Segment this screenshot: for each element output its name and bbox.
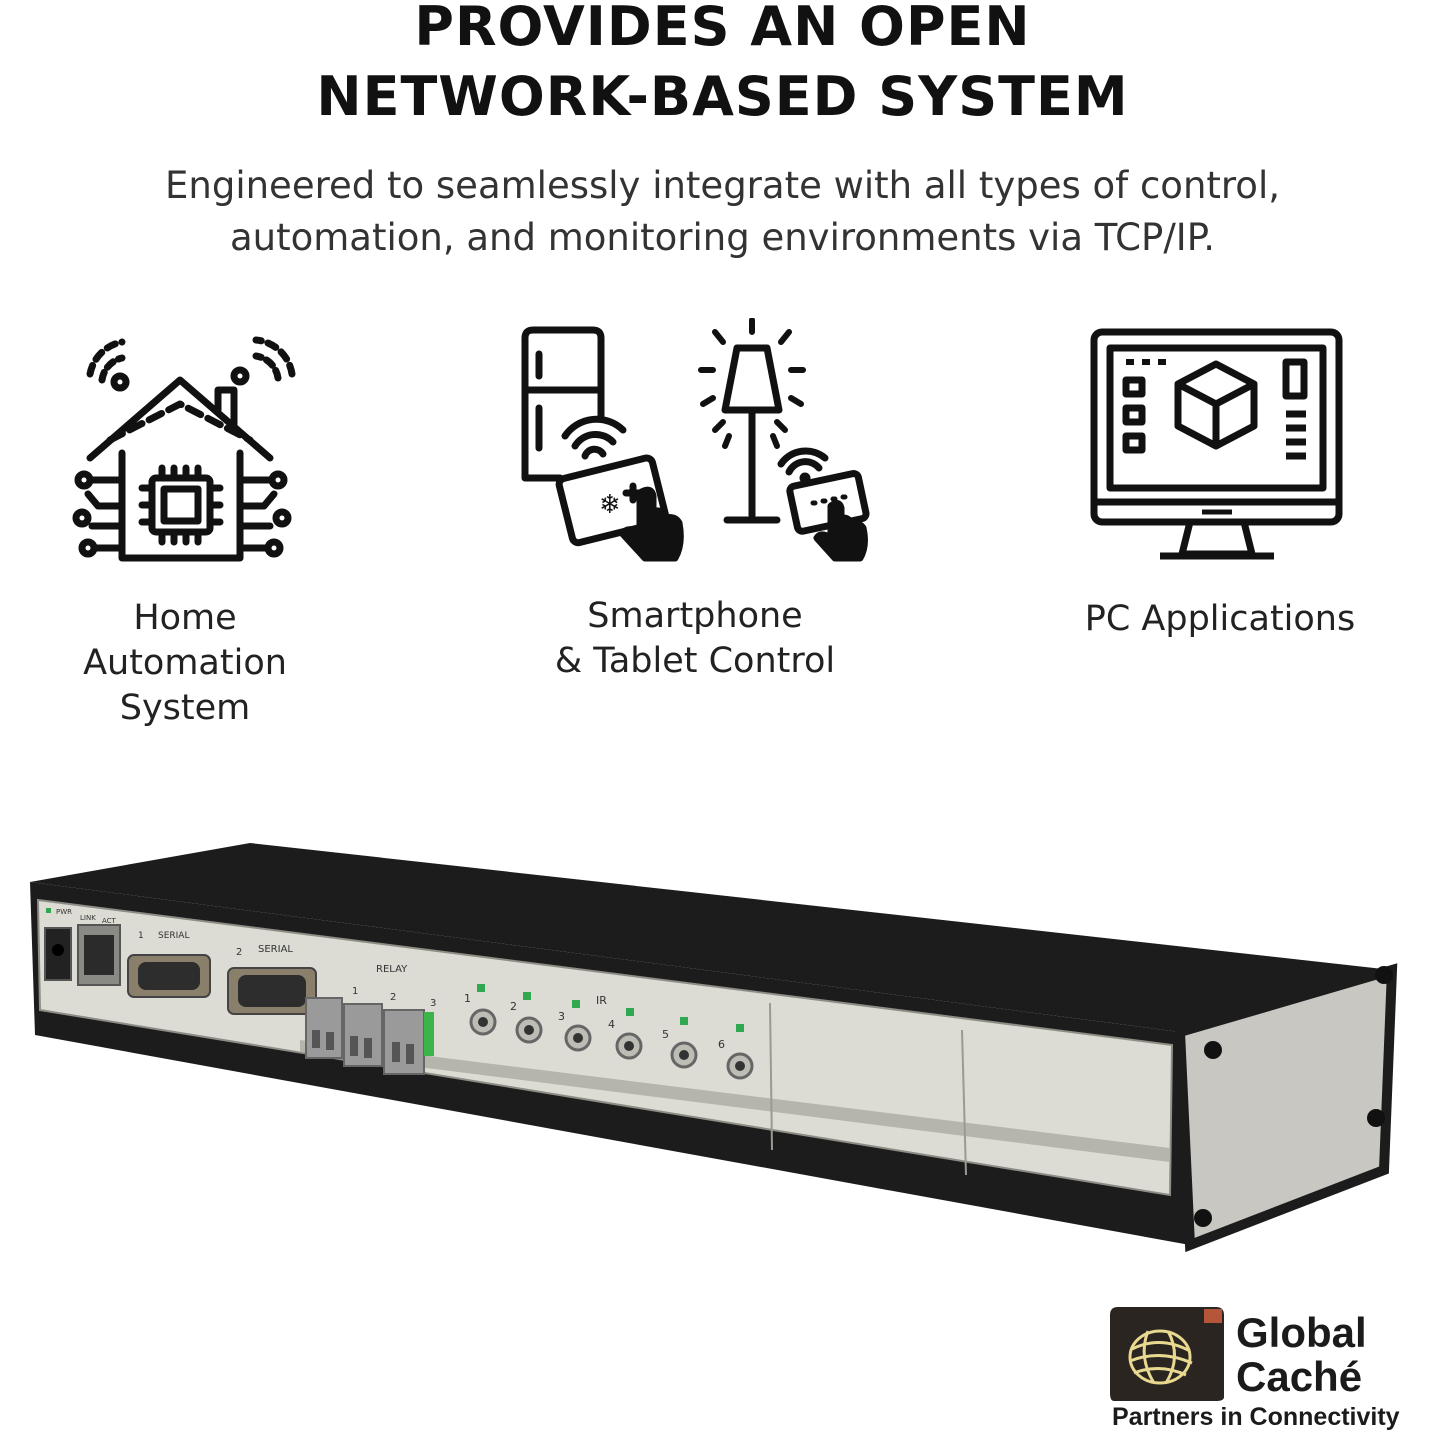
serial-2-label: SERIAL xyxy=(258,944,293,955)
pwr-label: PWR xyxy=(56,908,72,916)
globe-swirl-logo-icon xyxy=(1110,1307,1224,1401)
serial-2-number: 2 xyxy=(236,947,242,958)
subheadline: Engineered to seamlessly integrate with … xyxy=(0,160,1445,264)
relay-3-number: 3 xyxy=(430,998,436,1009)
feature-label-smartphone: Smartphone & Tablet Control xyxy=(554,596,836,681)
subheadline-line-1: Engineered to seamlessly integrate with … xyxy=(165,164,1280,207)
logo-wordmark-line-2: Caché xyxy=(1236,1353,1363,1400)
ir-port-1-number: 1 xyxy=(464,992,471,1005)
link-label: LINK xyxy=(80,914,96,922)
serial-1-number: 1 xyxy=(138,931,144,941)
svg-text:❄: ❄ xyxy=(599,490,621,520)
smart-devices-icon: ❄ xyxy=(521,318,870,562)
subheadline-line-2: automation, and monitoring environments … xyxy=(229,216,1216,259)
headline-line-1: PROVIDES AN OPEN xyxy=(414,0,1031,58)
logo-wordmark-line-1: Global xyxy=(1236,1309,1367,1356)
ir-port-6-number: 6 xyxy=(718,1038,725,1051)
global-cache-logo: Global Caché Partners in Connectivity xyxy=(1108,1305,1428,1440)
feature-label-pc: PC Applications xyxy=(1084,599,1356,639)
serial-1-label: SERIAL xyxy=(158,931,189,941)
relay-2-number: 2 xyxy=(390,992,396,1003)
smart-home-icon xyxy=(72,336,296,562)
headline: PROVIDES AN OPEN NETWORK-BASED SYSTEM xyxy=(0,0,1445,132)
feature-label-home: Home Automation System xyxy=(83,598,287,728)
logo-tagline: Partners in Connectivity xyxy=(1112,1403,1400,1431)
relay-label: RELAY xyxy=(376,964,408,975)
relay-1-number: 1 xyxy=(352,986,358,997)
ir-port-3-number: 3 xyxy=(558,1010,565,1023)
desktop-monitor-icon xyxy=(1090,328,1343,560)
ir-port-4-number: 4 xyxy=(608,1018,615,1031)
ir-port-2-number: 2 xyxy=(510,1000,517,1013)
act-label: ACT xyxy=(102,917,117,925)
ir-port-5-number: 5 xyxy=(662,1028,669,1041)
ir-label: IR xyxy=(596,994,607,1007)
network-controller-device: PWR LINK ACT 1 SERIAL 2 SERIAL RELAY 1 2… xyxy=(30,843,1398,1253)
headline-line-2: NETWORK-BASED SYSTEM xyxy=(316,65,1129,128)
